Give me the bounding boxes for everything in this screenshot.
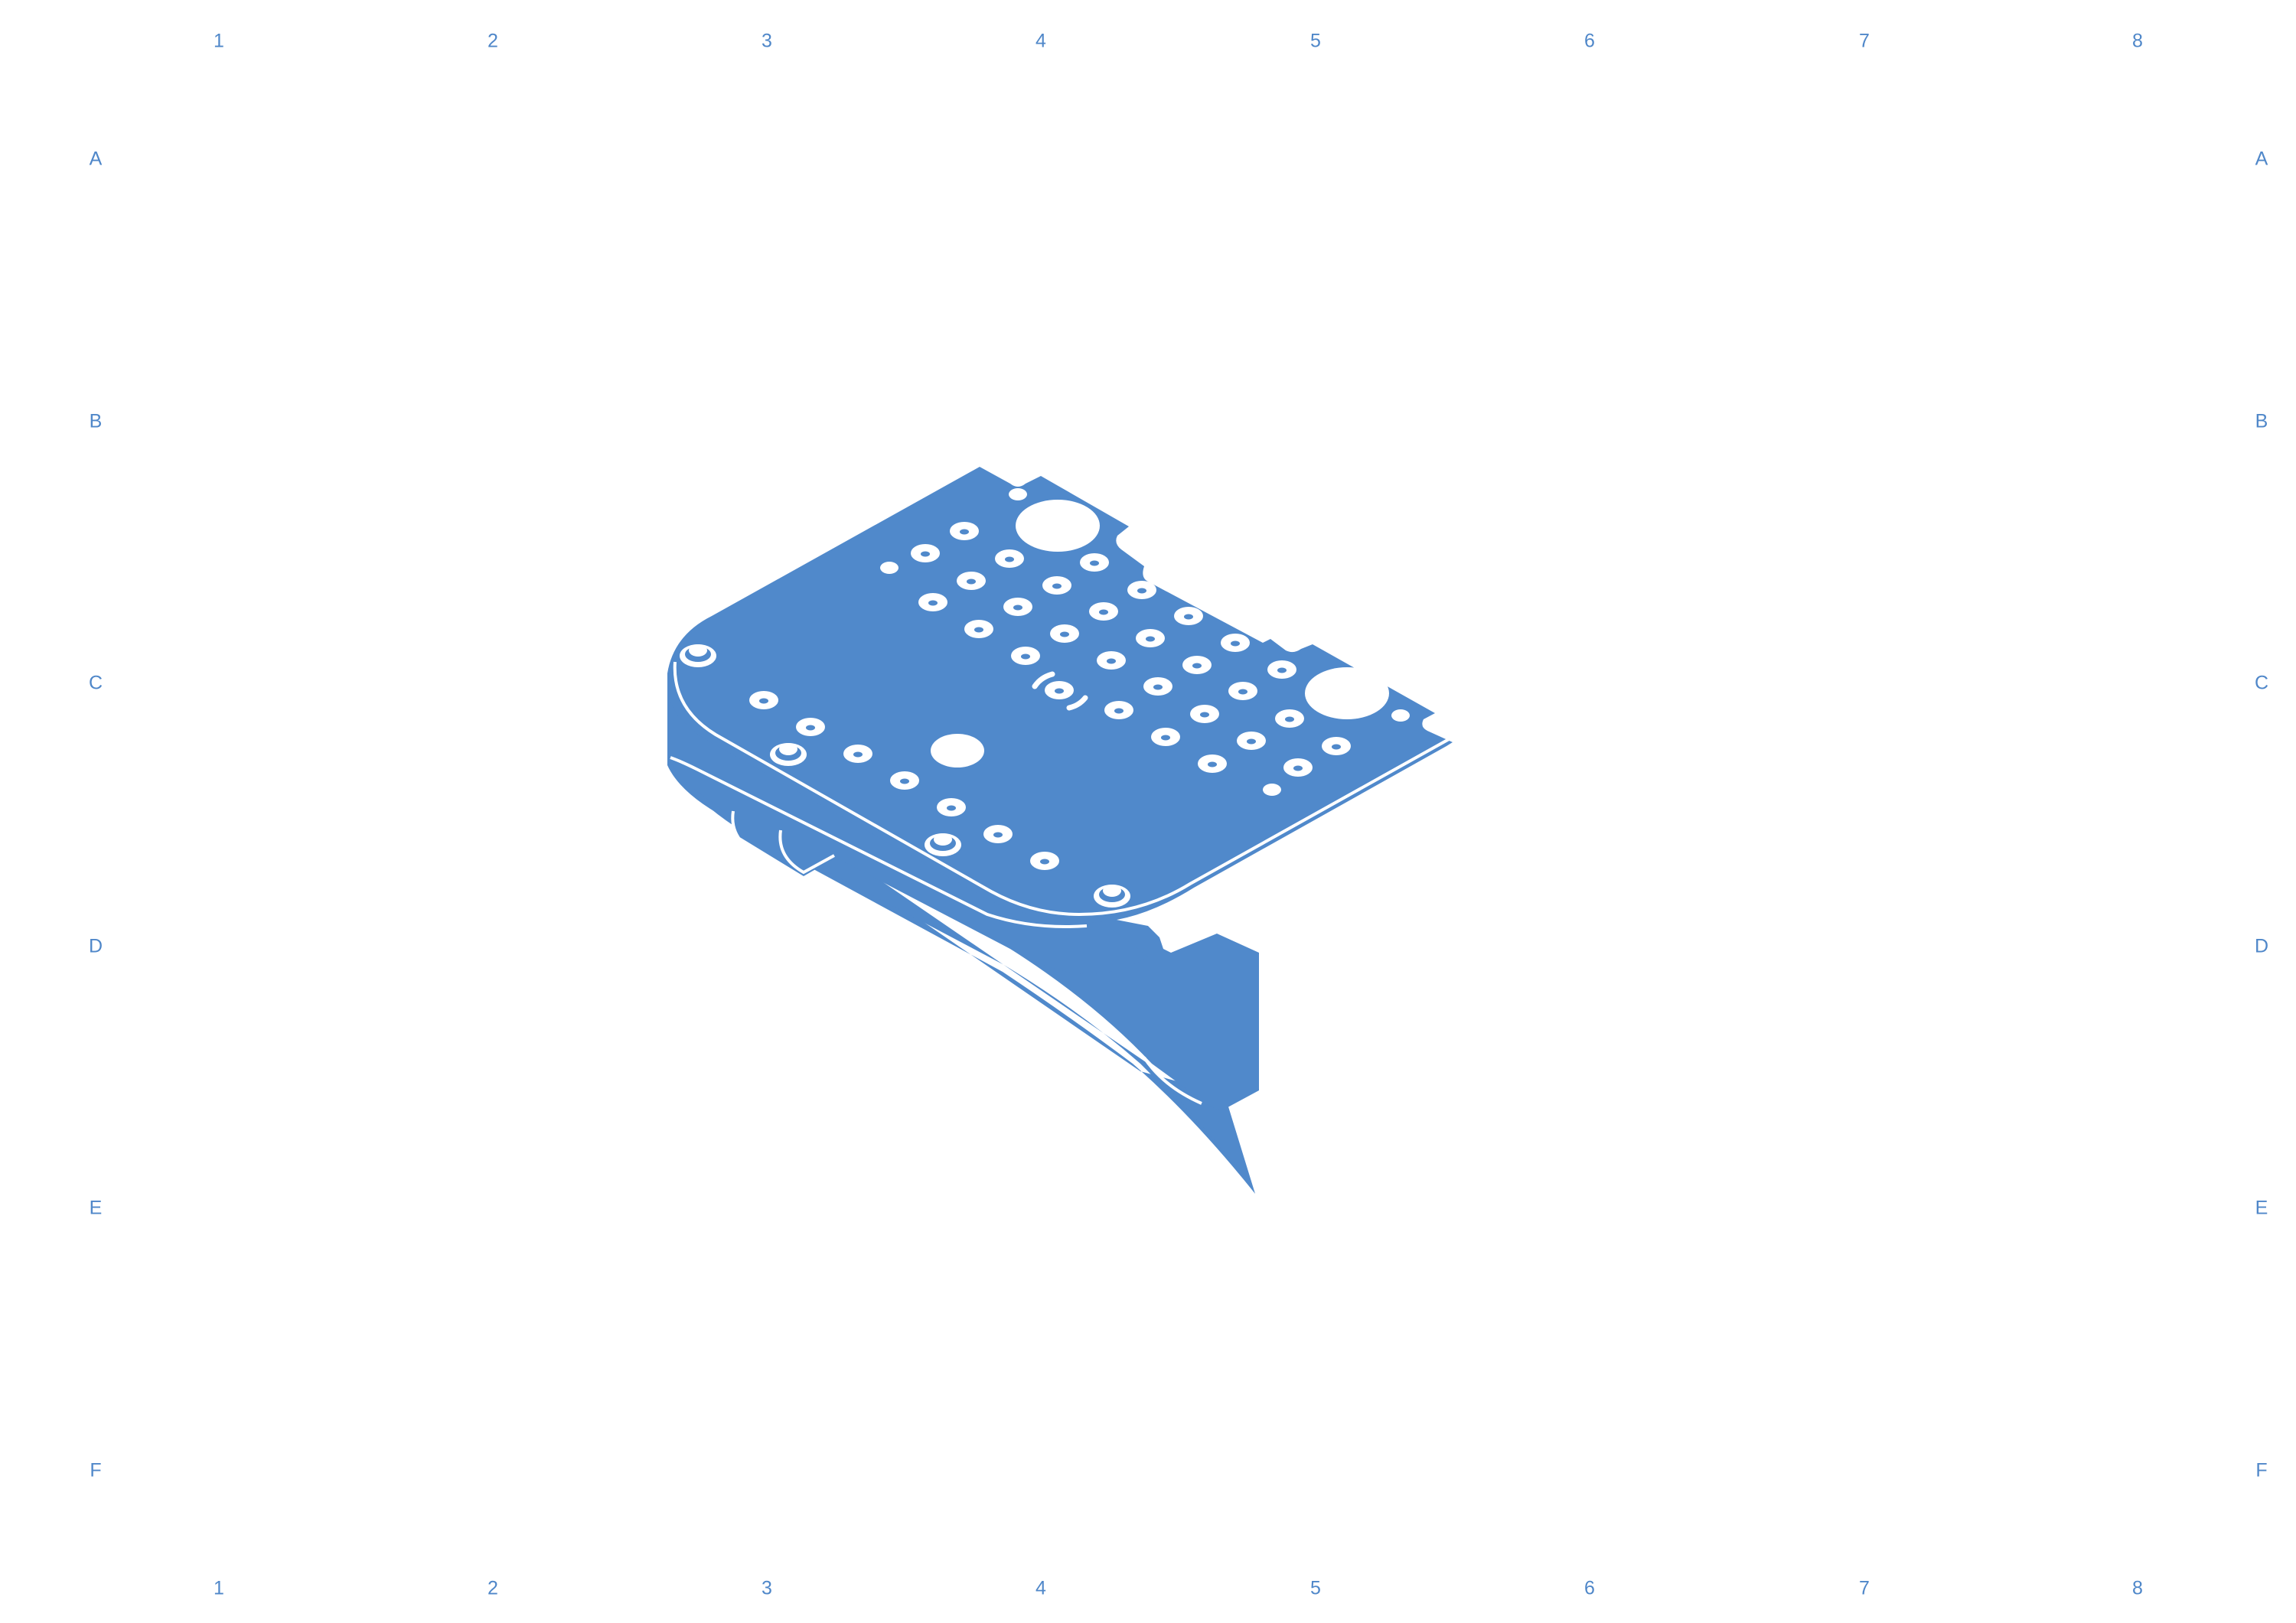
- grid-col-label: 7: [1859, 1577, 1870, 1599]
- grid-row-label: C: [2254, 672, 2269, 694]
- grid-row-label: B: [2255, 410, 2268, 432]
- arc-slots: [1032, 671, 1088, 711]
- small-holes: [880, 488, 1410, 796]
- grid-col-label: 8: [2132, 1577, 2143, 1599]
- grid-col-label: 4: [1035, 30, 1046, 52]
- grid-row-label: F: [2255, 1459, 2268, 1481]
- center-hole: [931, 734, 984, 768]
- locating-pins: [680, 644, 1130, 908]
- grid-col-label: 5: [1310, 1577, 1321, 1599]
- grid-row-label: F: [90, 1459, 102, 1481]
- part-wedge: [872, 872, 1259, 1111]
- large-bore-hole: [1016, 500, 1100, 552]
- grid-col-label: 1: [214, 1577, 224, 1599]
- grid-row-label: D: [88, 935, 103, 957]
- grid-col-label: 2: [488, 1577, 498, 1599]
- grid-col-label: 1: [214, 30, 224, 52]
- grid-row-label: D: [2254, 935, 2269, 957]
- grid-col-label: 4: [1035, 1577, 1046, 1599]
- grid-col-label: 6: [1584, 1577, 1595, 1599]
- counterbore-holes: [749, 522, 1351, 870]
- large-bore-hole: [1305, 667, 1389, 719]
- grid-row-label: E: [89, 1197, 103, 1219]
- grid-col-label: 6: [1584, 30, 1595, 52]
- grid-row-label: A: [2255, 148, 2268, 170]
- grid-col-label: 3: [762, 1577, 772, 1599]
- grid-row-label: E: [2255, 1197, 2268, 1219]
- grid-col-label: 7: [1859, 30, 1870, 52]
- grid-col-label: 2: [488, 30, 498, 52]
- grid-col-label: 5: [1310, 30, 1321, 52]
- grid-row-label: C: [88, 672, 103, 694]
- grid-row-label: B: [89, 410, 103, 432]
- grid-col-label: 3: [762, 30, 772, 52]
- grid-row-label: A: [89, 148, 103, 170]
- grid-col-label: 8: [2132, 30, 2143, 52]
